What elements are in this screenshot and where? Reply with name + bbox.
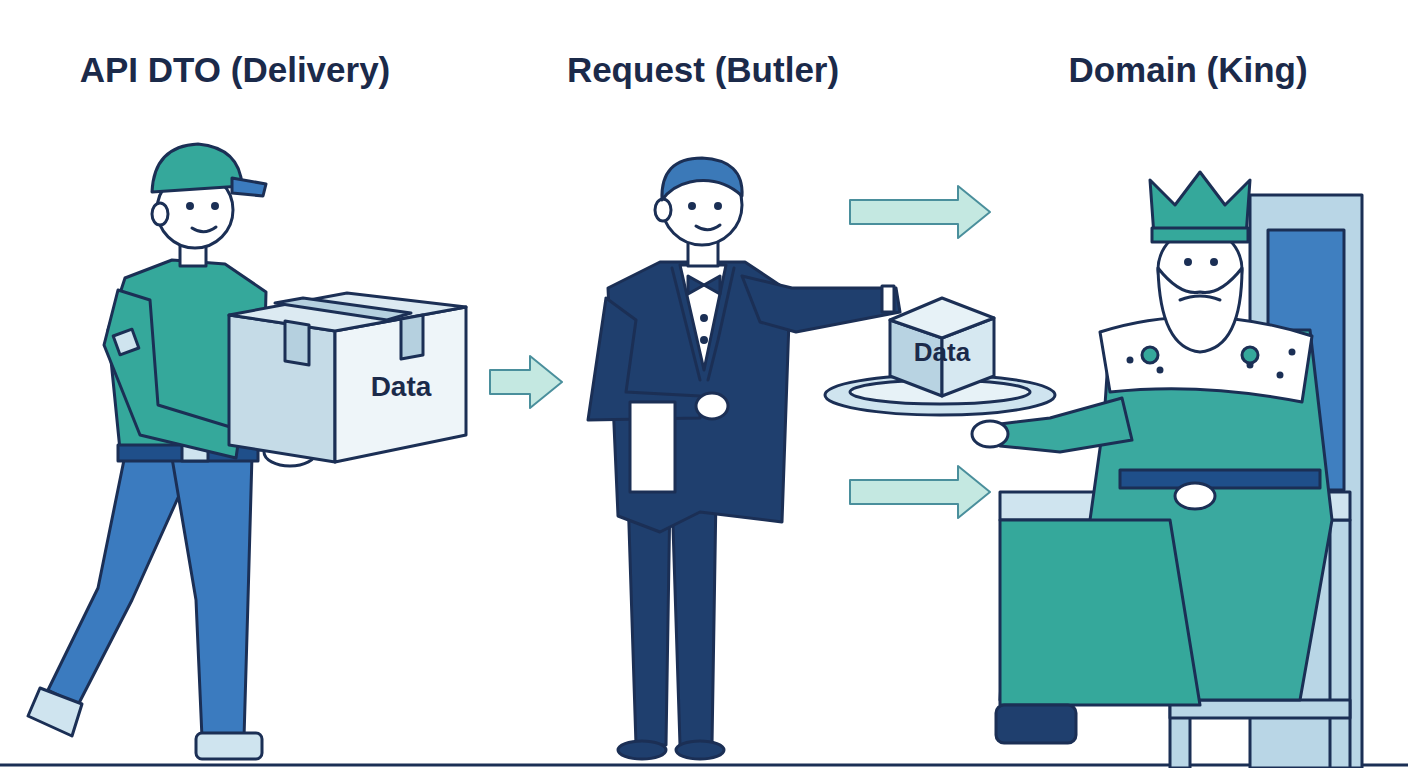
illustration-part: [196, 733, 262, 759]
data-package: Data: [882, 290, 1002, 400]
illustration-part: [882, 286, 894, 312]
illustration-part: [688, 276, 704, 294]
illustration-part: [618, 741, 666, 759]
illustration-part: [152, 203, 168, 225]
box-label: Data: [346, 371, 456, 403]
illustration-part: [0, 144, 1408, 768]
illustration-part: [1000, 398, 1132, 452]
box-outline: [225, 285, 470, 465]
illustration-part: [1180, 296, 1220, 300]
illustration-part: [676, 741, 724, 759]
illustration-part: [708, 268, 734, 380]
illustration-part: [1278, 373, 1282, 377]
figure-panel: Domain (King): [990, 40, 1390, 760]
illustration-part: [48, 455, 195, 705]
illustration-part: [192, 227, 216, 232]
illustration-part: [28, 688, 82, 736]
figure-heading: Domain (King): [928, 48, 1408, 92]
illustration-part: [1330, 520, 1350, 768]
illustration-part: [1120, 470, 1320, 488]
data-package: Data: [225, 285, 470, 465]
illustration-part: [628, 495, 670, 745]
figure-panel: Request (Butler)Data: [562, 40, 850, 760]
illustration-part: [0, 764, 1408, 767]
shape-part: [229, 315, 335, 462]
illustration-part: [232, 178, 266, 196]
illustration-part: [1158, 368, 1162, 372]
illustration-part: [690, 204, 695, 209]
illustration-part: [680, 265, 726, 370]
illustration-part: [716, 204, 721, 209]
illustration-part: [152, 144, 242, 192]
illustration-part: [188, 204, 193, 209]
shape-part: [401, 315, 423, 359]
flow-arrow: [490, 356, 562, 408]
flow-arrow: [850, 186, 990, 238]
illustration-part: [1212, 260, 1217, 265]
shape-part: [285, 321, 309, 365]
shape-part: [275, 298, 411, 320]
illustration-part: [1175, 483, 1215, 509]
illustration-part: [1186, 260, 1191, 265]
flow-arrow: [850, 466, 990, 518]
illustration-part: [996, 705, 1076, 743]
illustration-part: [1000, 520, 1200, 705]
figure-heading: API DTO (Delivery): [0, 48, 495, 92]
illustration-part: [1158, 268, 1242, 352]
illustration-part: [702, 316, 707, 321]
illustration-part: [104, 290, 240, 458]
illustration-part: [672, 268, 700, 380]
shape-part: [335, 307, 466, 462]
illustration-part: [702, 338, 707, 343]
illustration-part: [1290, 350, 1294, 354]
illustration-part: [630, 402, 675, 492]
shape-part: [229, 293, 466, 331]
illustration-part: [742, 276, 900, 332]
king: [972, 172, 1362, 768]
illustration-part: [696, 393, 728, 419]
figure-heading: Request (Butler): [443, 48, 963, 92]
illustration-part: [972, 421, 1008, 447]
illustration-part: [1150, 172, 1250, 236]
illustration-part: [213, 204, 218, 209]
illustration-part: [1142, 347, 1158, 363]
butler: [588, 158, 1055, 759]
illustration-part: [662, 158, 742, 200]
illustration-part: [655, 199, 671, 221]
illustration-part: [1128, 358, 1132, 362]
illustration-part: [696, 225, 720, 230]
box-label: Data: [892, 337, 992, 367]
figure-panel: API DTO (Delivery)Data: [20, 40, 490, 760]
illustration-part: [113, 329, 139, 355]
illustration-part: [704, 276, 720, 294]
illustration-part: [172, 455, 252, 738]
illustration-part: [1152, 228, 1248, 242]
shape-part: [890, 298, 994, 338]
illustration-part: [672, 495, 716, 745]
illustration-part: [1242, 347, 1258, 363]
